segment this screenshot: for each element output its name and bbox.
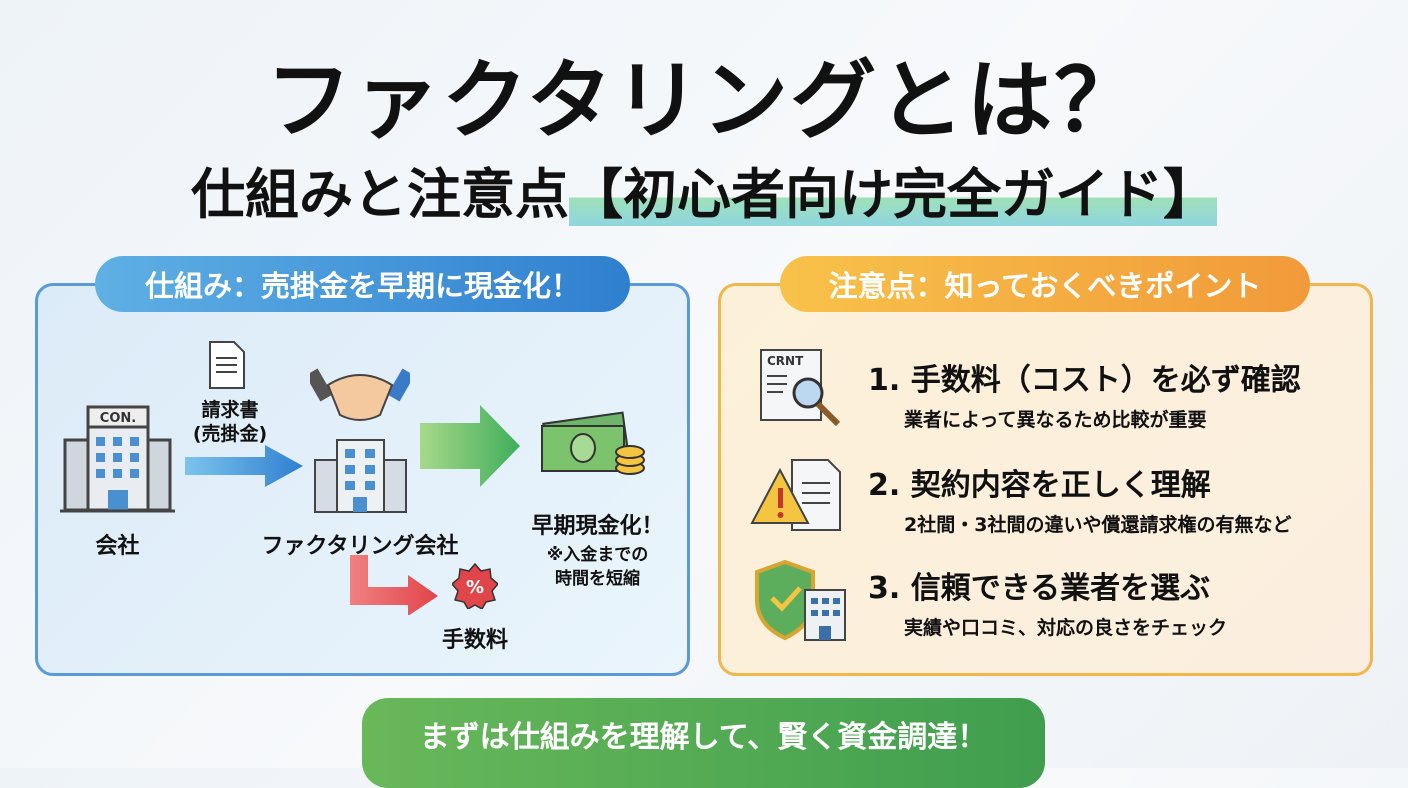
arrow-right-blue-icon	[185, 445, 303, 487]
caution-item-sub: 2社間・3社間の違いや償還請求権の有無など	[904, 514, 1292, 536]
cash-note-line1: ※入金までの	[546, 545, 649, 565]
company-sign: CON.	[100, 411, 136, 426]
contract-magnifier-icon: CRNT	[760, 349, 841, 427]
factoring-building-icon	[314, 439, 407, 513]
fee-label: 手数料	[441, 628, 508, 653]
document-icon	[209, 341, 245, 389]
subtitle: 仕組みと注意点【初心者向け完全ガイド】	[0, 150, 1408, 229]
mechanism-heading: 仕組み：売掛金を早期に現金化！	[95, 256, 630, 312]
caution-item-sub: 業者によって異なるため比較が重要	[904, 409, 1207, 431]
company-label: 会社	[95, 534, 140, 559]
warning-document-icon	[750, 459, 841, 531]
company-building-icon: CON.	[60, 405, 175, 513]
caution-item-1: 1. 手数料（コスト）を必ず確認業者によって異なるため比較が重要	[868, 355, 1301, 432]
caution-item-title: 1. 手数料（コスト）を必ず確認	[868, 363, 1301, 398]
invoice-line2: (売掛金)	[192, 423, 268, 445]
cash-coins-icon	[541, 411, 645, 475]
caution-item-2: 2. 契約内容を正しく理解 2社間・3社間の違いや償還請求権の有無など	[868, 460, 1291, 537]
arrow-down-right-red-icon	[350, 555, 438, 615]
invoice-label: 請求書(売掛金)	[180, 398, 280, 446]
subtitle-highlight: 【初心者向け完全ガイド】	[569, 163, 1217, 226]
footer-banner: まずは仕組みを理解して、賢く資金調達！	[362, 698, 1045, 788]
factoring-company-label: ファクタリング会社	[261, 534, 459, 559]
subtitle-plain: 仕組みと注意点	[191, 163, 569, 226]
caution-item-3: 3. 信頼できる業者を選ぶ実績や口コミ、対応の良さをチェック	[868, 563, 1227, 640]
caution-item-title: 2. 契約内容を正しく理解	[868, 468, 1211, 503]
fee-symbol: %	[466, 577, 484, 598]
cash-note-line2: 時間を短縮	[555, 569, 640, 589]
fee-percent-badge-icon: %	[452, 563, 498, 609]
invoice-line1: 請求書	[201, 399, 259, 421]
caution-item-sub: 実績や口コミ、対応の良さをチェック	[904, 617, 1228, 639]
contract-icon-text: CRNT	[767, 354, 804, 368]
handshake-icon	[310, 368, 410, 421]
shield-building-icon	[755, 560, 846, 641]
early-cash-title: 早期現金化！	[531, 514, 664, 539]
arrow-right-green-icon	[420, 405, 520, 487]
early-cash-note: ※入金までの時間を短縮	[525, 543, 670, 591]
caution-item-title: 3. 信頼できる業者を選ぶ	[868, 571, 1211, 606]
main-title: ファクタリングとは？	[265, 51, 1143, 151]
caution-heading: 注意点：知っておくべきポイント	[780, 256, 1310, 312]
